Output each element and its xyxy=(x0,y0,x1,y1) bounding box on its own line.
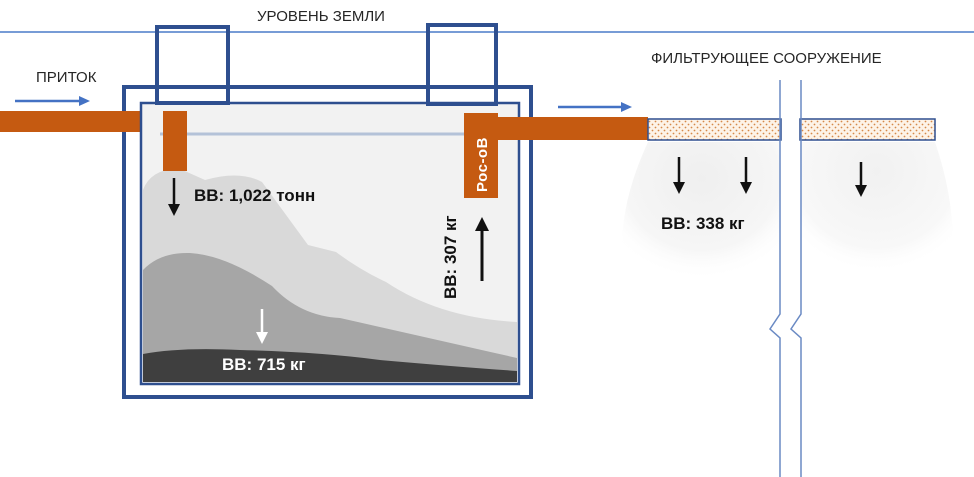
ground-level-label: УРОВЕНЬ ЗЕМЛИ xyxy=(257,8,385,25)
arrow-down-icon xyxy=(673,157,685,194)
filter-bed-left xyxy=(647,118,782,141)
outlet-label: Рос-оВ xyxy=(474,137,491,192)
filter-structure-label: ФИЛЬТРУЮЩЕЕ СООРУЖЕНИЕ xyxy=(651,50,882,67)
arrow-down-icon xyxy=(256,309,268,344)
arrow-right-icon xyxy=(15,96,90,106)
inflow-label: ПРИТОК xyxy=(36,69,97,86)
arrow-down-icon xyxy=(855,162,867,197)
inlet-pipe xyxy=(0,111,163,132)
suspended-solids-outlet: ВВ: 307 кг xyxy=(441,215,460,299)
arrow-down-icon xyxy=(740,157,752,194)
arrow-down-icon xyxy=(168,178,180,216)
suspended-solids-settled: ВВ: 715 кг xyxy=(222,355,306,374)
suspended-solids-total: ВВ: 1,022 тонн xyxy=(194,186,315,205)
filter-bed-right xyxy=(799,118,936,141)
outlet-riser xyxy=(464,113,498,198)
sediment-layer-dark xyxy=(143,349,517,382)
inlet-pipe-elbow xyxy=(163,111,187,171)
arrow-right-icon xyxy=(558,102,632,112)
break-line-left xyxy=(769,80,781,477)
access-shaft-right xyxy=(426,23,498,106)
filter-seepage-zone-right xyxy=(800,142,953,288)
break-line-right xyxy=(790,80,802,477)
filter-seepage-zone-left xyxy=(622,142,781,288)
access-shaft-left xyxy=(155,25,230,105)
arrow-up-icon xyxy=(475,217,489,281)
sediment-layer-mid xyxy=(143,252,517,382)
outlet-pipe xyxy=(498,117,648,140)
suspended-solids-filter: ВВ: 338 кг xyxy=(661,214,745,233)
